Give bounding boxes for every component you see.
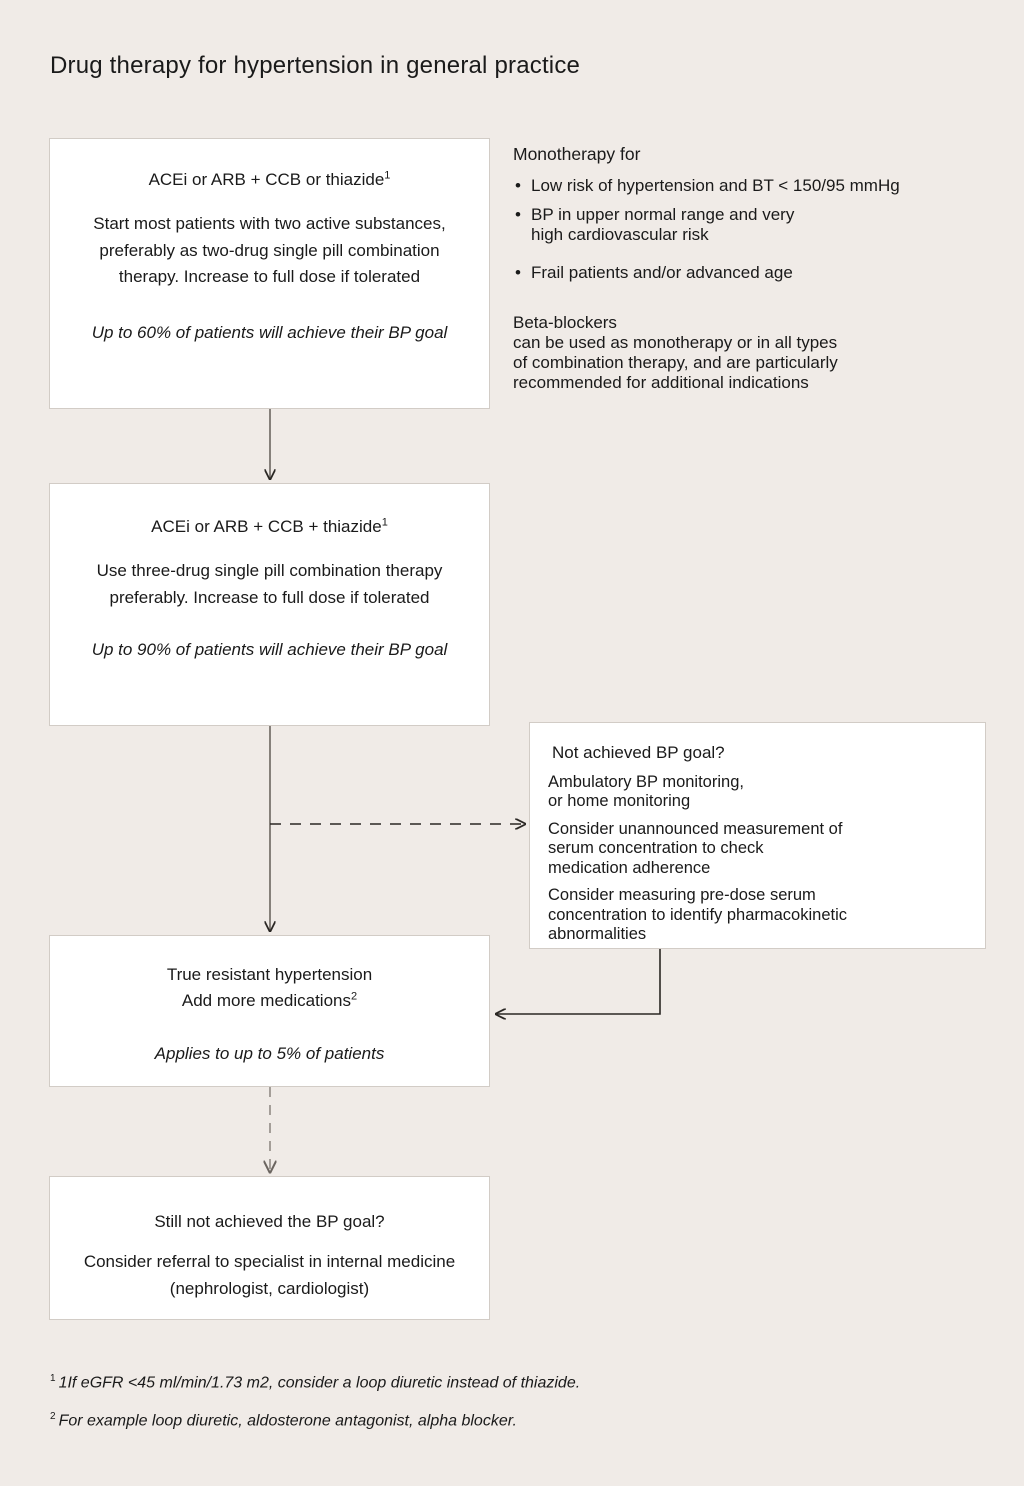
flow-box-triple-content: ACEi or ARB + CCB + thiazide1 Use three-… <box>50 484 489 663</box>
flow-box-not-achieved-content: Not achieved BP goal? Ambulatory BP moni… <box>530 723 985 945</box>
not-achieved-item: Consider measuring pre-dose serum concen… <box>548 886 847 944</box>
not-achieved-item: Consider unannounced measurement of seru… <box>548 819 843 877</box>
flow-box-initial-content: ACEi or ARB + CCB or thiazide1 Start mos… <box>50 139 489 347</box>
annotation-beta-blockers: Beta-blockers can be used as monotherapy… <box>513 313 1024 393</box>
footnote-2-text: For example loop diuretic, aldosterone a… <box>58 1412 517 1430</box>
page-title: Drug therapy for hypertension in general… <box>50 52 581 79</box>
annotation-monotherapy: Monotherapy for Low risk of hypertension… <box>513 144 1024 292</box>
not-achieved-item: Ambulatory BP monitoring, or home monito… <box>548 773 744 811</box>
flow-box-resistant-note: Applies to up to 5% of patients <box>154 1043 385 1063</box>
flow-box-not-achieved-heading: Not achieved BP goal? <box>552 743 725 762</box>
footnote-ref-2: 2 <box>351 990 358 1003</box>
monotherapy-heading: Monotherapy for <box>513 144 641 164</box>
flow-box-triple-body: Use three-drug single pill combination t… <box>96 561 443 607</box>
flow-box-triple-note: Up to 90% of patients will achieve their… <box>91 640 448 660</box>
flow-box-initial-therapy: ACEi or ARB + CCB or thiazide1 Start mos… <box>49 138 490 409</box>
beta-blockers-heading: Beta-blockers <box>513 313 617 332</box>
footnote-ref-1: 1 <box>384 169 391 182</box>
footnote-1-mark: 1 <box>50 1373 56 1384</box>
connector-not-achieved-to-resistant <box>496 949 661 1014</box>
monotherapy-bullet: Low risk of hypertension and BT < 150/95… <box>513 176 1024 196</box>
flow-box-triple-heading: ACEi or ARB + CCB + thiazide1 <box>151 516 388 536</box>
flow-box-initial-body: Start most patients with two active subs… <box>93 214 446 287</box>
flow-box-referral: Still not achieved the BP goal? Consider… <box>49 1176 490 1320</box>
footnote-2-mark: 2 <box>50 1411 56 1423</box>
flow-box-referral-body: Consider referral to specialist in inter… <box>83 1252 456 1298</box>
flow-box-triple-therapy: ACEi or ARB + CCB + thiazide1 Use three-… <box>49 483 490 726</box>
monotherapy-bullet: Frail patients and/or advanced age <box>513 263 1024 283</box>
beta-blockers-body: can be used as monotherapy or in all typ… <box>513 333 838 393</box>
flow-box-referral-heading: Still not achieved the BP goal? <box>154 1212 385 1231</box>
footnote-ref-1: 1 <box>381 516 388 529</box>
flow-box-referral-content: Still not achieved the BP goal? Consider… <box>50 1177 489 1302</box>
flow-box-not-achieved-bp-goal: Not achieved BP goal? Ambulatory BP moni… <box>529 722 986 949</box>
monotherapy-list: Low risk of hypertension and BT < 150/95… <box>513 176 1024 283</box>
flow-box-initial-note: Up to 60% of patients will achieve their… <box>91 323 448 343</box>
monotherapy-bullet: BP in upper normal range and very high c… <box>513 205 1024 245</box>
footnote-1-text: 1If eGFR <45 ml/min/1.73 m2, consider a … <box>58 1374 581 1392</box>
flow-box-initial-heading: ACEi or ARB + CCB or thiazide1 <box>148 169 391 189</box>
